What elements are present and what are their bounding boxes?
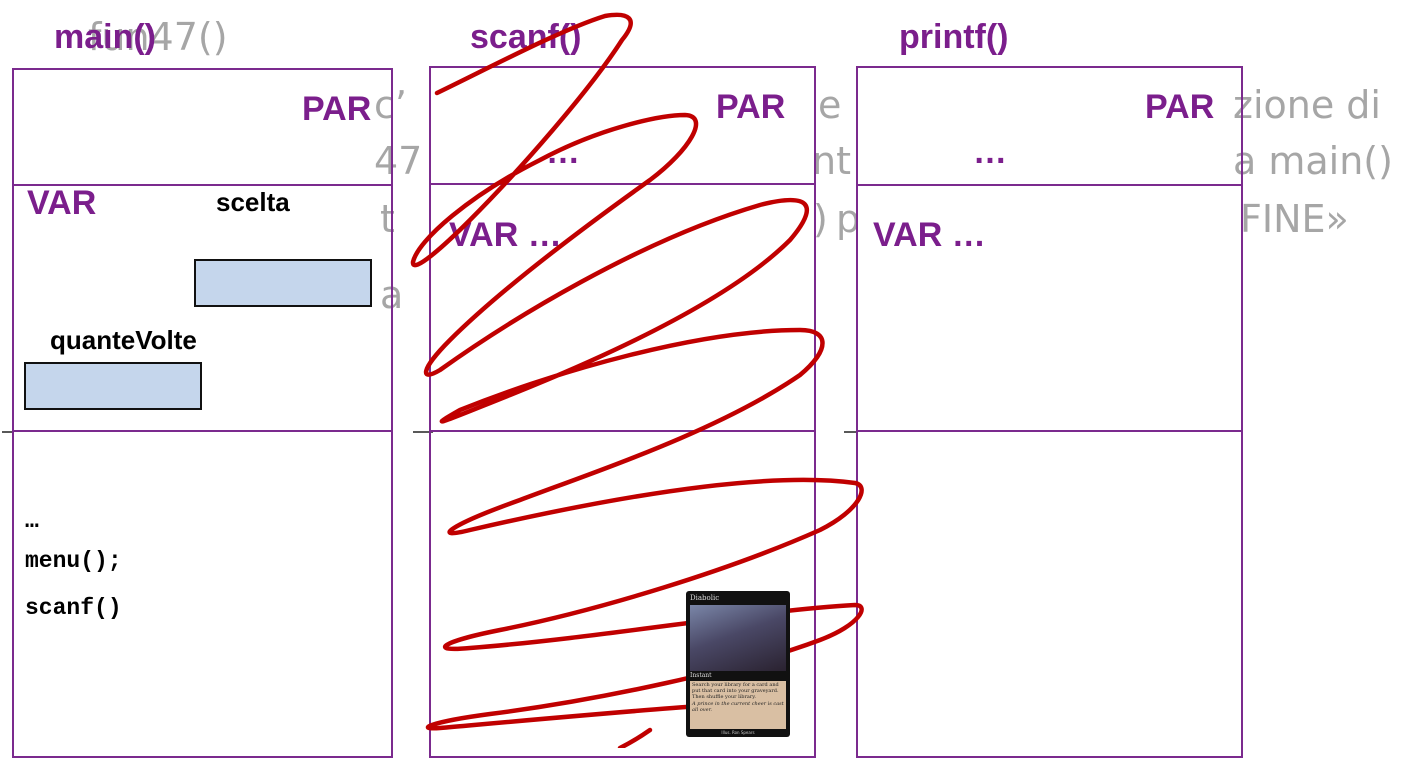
card-flavor-text: A prince in the current cheer is cast al… bbox=[692, 701, 784, 713]
card-artwork bbox=[690, 605, 786, 671]
printf-par-divider bbox=[856, 184, 1243, 186]
card-rules-text: Search your library for a card and put t… bbox=[692, 682, 779, 700]
scanf-var-divider bbox=[429, 430, 816, 432]
main-par-divider bbox=[12, 184, 393, 186]
var-quantevolte-box bbox=[24, 362, 202, 410]
bg-text-fun47: fun47() bbox=[88, 15, 228, 59]
scanf-par-label: PAR bbox=[716, 88, 786, 126]
main-par-label: PAR bbox=[302, 90, 372, 128]
printf-column-title: printf() bbox=[899, 18, 1009, 56]
printf-par-label: PAR bbox=[1145, 88, 1215, 126]
card-text-box: Search your library for a card and put t… bbox=[690, 681, 786, 729]
scanf-code-divider-extension bbox=[413, 431, 433, 433]
printf-var-divider bbox=[856, 430, 1243, 432]
bg-text-fragment-47: 47 bbox=[374, 139, 423, 183]
var-scelta-label: scelta bbox=[216, 187, 290, 217]
bg-text-fragment-e: e bbox=[818, 83, 842, 127]
main-code-line-1: … bbox=[25, 508, 39, 534]
printf-var-label: VAR … bbox=[873, 216, 986, 254]
main-code-divider-extension bbox=[2, 431, 14, 433]
card-credit: Illus. Ron Spears bbox=[721, 730, 755, 735]
bg-text-fragment-fine: FINE» bbox=[1240, 197, 1349, 241]
card-type-line: Instant bbox=[690, 672, 712, 679]
bg-text-fragment-amain: a main() bbox=[1233, 139, 1393, 183]
main-column-title: main() bbox=[54, 18, 156, 56]
bg-text-fragment-zione: zione di bbox=[1233, 83, 1381, 127]
main-code-line-2: menu(); bbox=[25, 548, 122, 574]
bg-text-fragment-paren: ) bbox=[813, 197, 828, 241]
var-scelta-box bbox=[194, 259, 372, 307]
printf-code-divider-extension bbox=[844, 431, 858, 433]
bg-text-fragment-nt: nt bbox=[812, 139, 851, 183]
var-quantevolte-label: quanteVolte bbox=[50, 325, 197, 355]
card-name: Diabolic bbox=[690, 594, 720, 602]
main-var-divider bbox=[12, 430, 393, 432]
main-var-label: VAR bbox=[27, 184, 97, 222]
printf-par-value: … bbox=[973, 133, 1007, 171]
main-code-line-3: scanf() bbox=[25, 595, 122, 621]
scanf-par-divider bbox=[429, 183, 816, 185]
bg-text-fragment-c: c’ bbox=[374, 83, 407, 127]
trading-card-image: Diabolic Instant Search your library for… bbox=[686, 591, 790, 737]
